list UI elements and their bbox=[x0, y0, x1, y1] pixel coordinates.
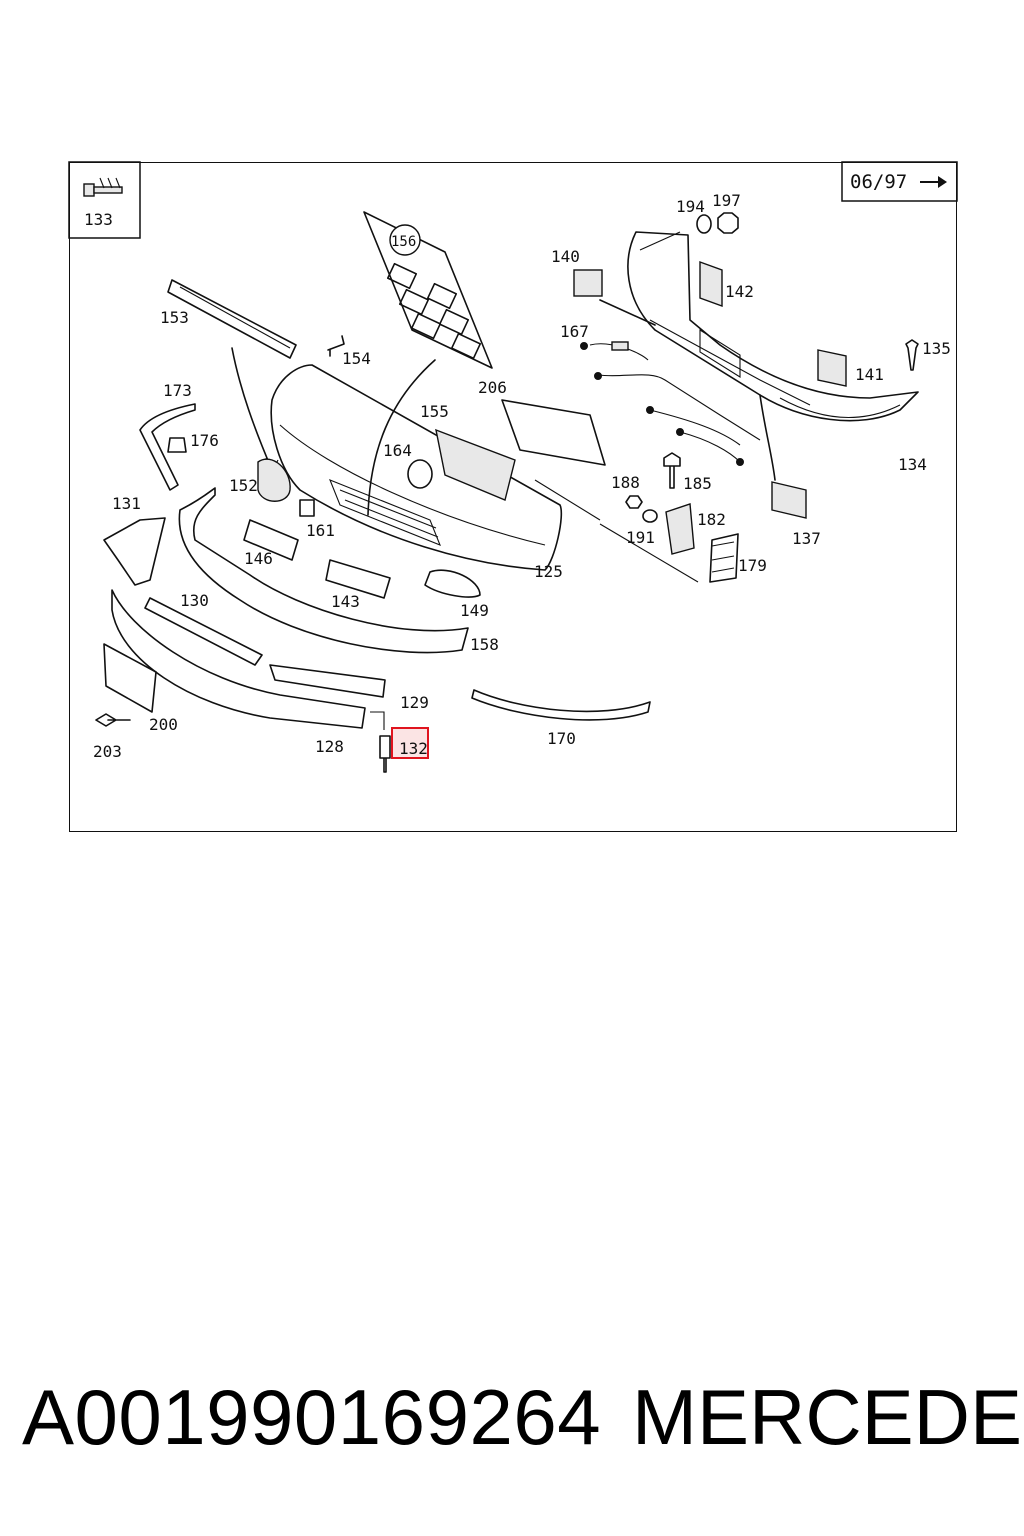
callout-170: 170 bbox=[547, 729, 576, 748]
spoiler-158 bbox=[178, 487, 469, 654]
callout-156: 156 bbox=[391, 234, 416, 250]
plate-146 bbox=[243, 519, 299, 561]
callout-125: 125 bbox=[534, 562, 563, 581]
callout-176: 176 bbox=[190, 431, 219, 450]
arrow-right-icon bbox=[938, 176, 947, 188]
plate-143 bbox=[325, 559, 391, 599]
callout-203: 203 bbox=[93, 742, 122, 761]
clip-176 bbox=[167, 437, 187, 453]
callout-128: 128 bbox=[315, 737, 344, 756]
callout-200: 200 bbox=[149, 715, 178, 734]
clip-135 bbox=[905, 339, 919, 371]
inset-label: 133 bbox=[84, 210, 113, 229]
callout-134: 134 bbox=[898, 455, 927, 474]
callout-188: 188 bbox=[611, 473, 640, 492]
beam-153 bbox=[167, 279, 297, 359]
grille-panel-156 bbox=[363, 211, 493, 369]
grille-insert-155 bbox=[435, 428, 516, 501]
callout-155: 155 bbox=[420, 402, 449, 421]
callout-173: 173 bbox=[163, 381, 192, 400]
callout-131: 131 bbox=[112, 494, 141, 513]
wiring-harness-167 bbox=[580, 341, 761, 466]
strip-170 bbox=[471, 689, 651, 721]
callout-194: 194 bbox=[676, 197, 705, 216]
callout-141: 141 bbox=[855, 365, 884, 384]
bracket-142 bbox=[699, 261, 723, 307]
exploded-parts-diagram: 133 06/97 bbox=[68, 161, 958, 773]
spoiler-128 bbox=[111, 589, 366, 729]
callout-182: 182 bbox=[697, 510, 726, 529]
strip-130 bbox=[144, 597, 263, 666]
callout-labels: 156 194 197 140 142 153 167 154 135 141 … bbox=[93, 191, 951, 761]
cover-152 bbox=[257, 458, 291, 502]
callout-167: 167 bbox=[560, 322, 589, 341]
nut-197 bbox=[717, 212, 739, 234]
callout-146: 146 bbox=[244, 549, 273, 568]
brand-name: MERCEDES bbox=[632, 1373, 1024, 1461]
callout-158: 158 bbox=[470, 635, 499, 654]
bracket-206 bbox=[501, 399, 606, 466]
callout-179: 179 bbox=[738, 556, 767, 575]
callout-143: 143 bbox=[331, 592, 360, 611]
bracket-140 bbox=[573, 269, 603, 297]
callout-135: 135 bbox=[922, 339, 951, 358]
callout-206: 206 bbox=[478, 378, 507, 397]
callout-185: 185 bbox=[683, 474, 712, 493]
plate-179 bbox=[709, 533, 739, 583]
callout-161: 161 bbox=[306, 521, 335, 540]
inset-133: 133 bbox=[68, 161, 141, 239]
callout-191: 191 bbox=[626, 528, 655, 547]
callout-149: 149 bbox=[460, 601, 489, 620]
clip-154 bbox=[327, 335, 345, 357]
bracket-141 bbox=[817, 349, 847, 387]
plate-200 bbox=[103, 643, 157, 713]
callout-152: 152 bbox=[229, 476, 258, 495]
nut-188 bbox=[625, 495, 643, 509]
clip-161 bbox=[299, 499, 315, 517]
strip-129 bbox=[269, 664, 386, 698]
rear-bumper-134 bbox=[627, 231, 919, 422]
callout-154: 154 bbox=[342, 349, 371, 368]
front-bumper-125 bbox=[270, 364, 563, 571]
callout-132: 132 bbox=[399, 739, 428, 758]
washer-191 bbox=[642, 509, 658, 523]
strip-173 bbox=[139, 403, 196, 491]
date-range: 06/97 bbox=[850, 171, 907, 193]
bracket-137 bbox=[771, 481, 807, 519]
callout-153: 153 bbox=[160, 308, 189, 327]
diagram-frame bbox=[69, 162, 957, 832]
bracket-182 bbox=[665, 503, 695, 555]
callout-142: 142 bbox=[725, 282, 754, 301]
washer-194 bbox=[696, 214, 712, 234]
part-number: A001990169264 bbox=[22, 1373, 602, 1461]
callout-140: 140 bbox=[551, 247, 580, 266]
clip-132 bbox=[379, 735, 391, 773]
clip-133-icon bbox=[83, 177, 123, 197]
callout-129: 129 bbox=[400, 693, 429, 712]
bracket-131 bbox=[103, 517, 166, 586]
screw-203 bbox=[95, 713, 131, 727]
highlight-box bbox=[391, 727, 429, 759]
callout-130: 130 bbox=[180, 591, 209, 610]
callout-164: 164 bbox=[383, 441, 412, 460]
callout-137: 137 bbox=[792, 529, 821, 548]
bolt-185 bbox=[663, 452, 681, 489]
callout-197: 197 bbox=[712, 191, 741, 210]
date-range-box: 06/97 bbox=[841, 161, 958, 202]
cover-149 bbox=[424, 569, 481, 598]
